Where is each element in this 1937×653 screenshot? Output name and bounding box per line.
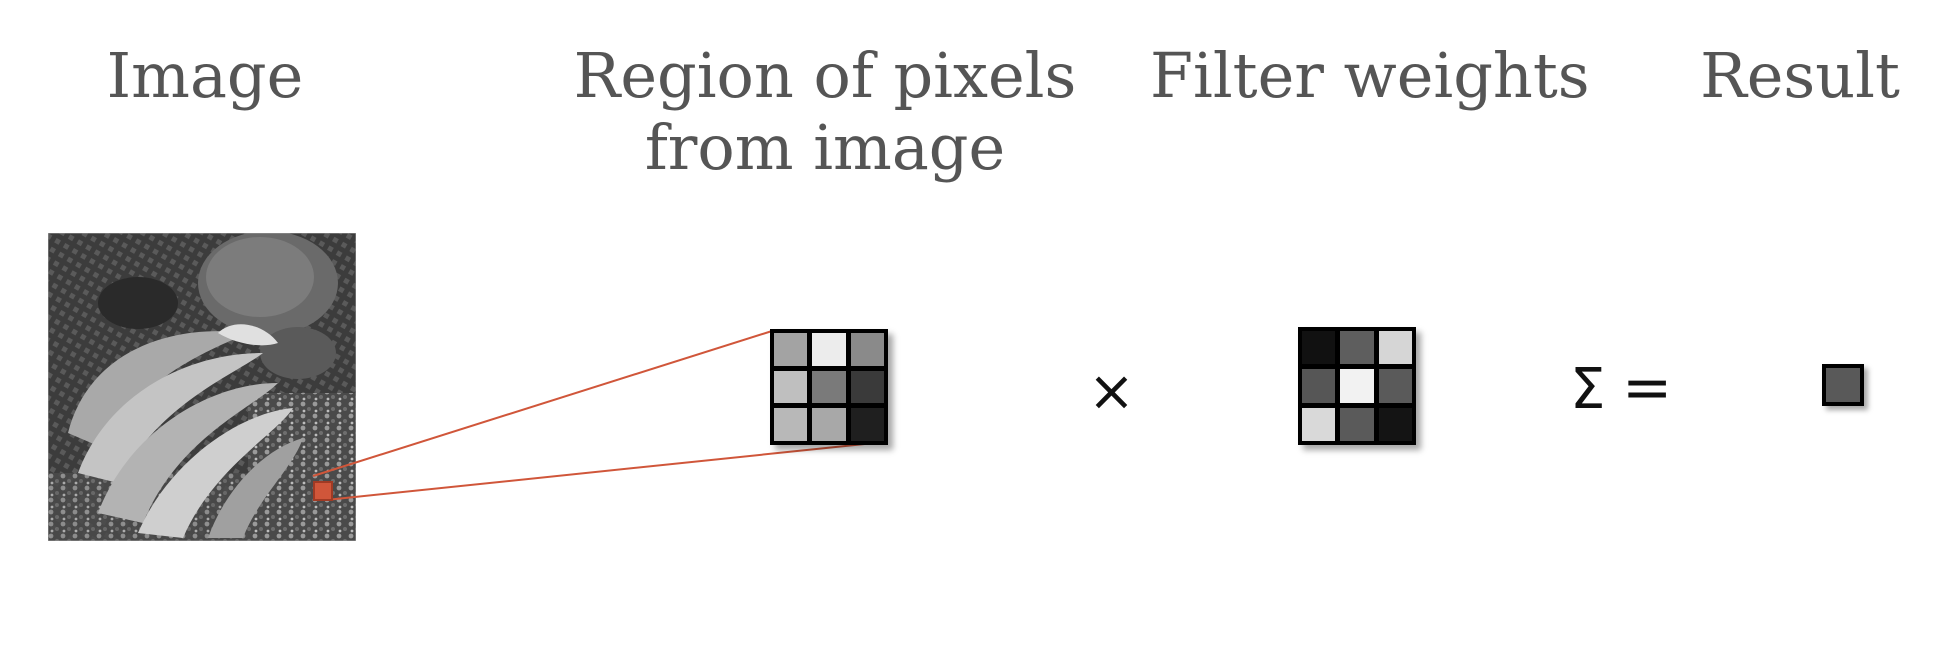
- region-pixel-7: [774, 408, 808, 441]
- result-heading: Result: [1700, 39, 1900, 112]
- image-heading: Image: [106, 39, 304, 112]
- zoom-line-top: [312, 330, 773, 477]
- filter-weight-6: [1378, 369, 1412, 403]
- equals-symbol: =: [1622, 353, 1673, 423]
- sum-symbol: Σ: [1570, 357, 1606, 422]
- zoom-line-bottom: [325, 441, 885, 501]
- region-pixel-3: [850, 333, 884, 366]
- filter-weight-9: [1378, 407, 1412, 441]
- region-pixel-6: [850, 370, 884, 404]
- banana-photo: [48, 233, 356, 541]
- multiply-symbol: ×: [1088, 359, 1135, 424]
- region-pixel-4: [774, 370, 808, 404]
- filter-weight-5: [1340, 369, 1374, 403]
- filter-weight-3: [1378, 331, 1412, 365]
- result-pixel: [1822, 364, 1864, 406]
- filter-weight-4: [1302, 369, 1336, 403]
- filter-weight-1: [1302, 331, 1336, 365]
- region-pixel-5: [812, 370, 846, 404]
- region-pixel-2: [812, 333, 846, 366]
- region-heading-line-2: from image: [644, 111, 1006, 184]
- region-pixel-9: [850, 408, 884, 441]
- filter-weight-8: [1340, 407, 1374, 441]
- filter-weight-2: [1340, 331, 1374, 365]
- filter-weight-grid: [1298, 327, 1416, 445]
- region-pixel-8: [812, 408, 846, 441]
- filter-heading: Filter weights: [1150, 39, 1590, 112]
- region-pixel-grid: [770, 329, 888, 445]
- region-heading: Region of pixels from image: [560, 40, 1090, 184]
- region-heading-line-1: Region of pixels: [573, 39, 1077, 112]
- region-pixel-1: [774, 333, 808, 366]
- filter-weight-7: [1302, 407, 1336, 441]
